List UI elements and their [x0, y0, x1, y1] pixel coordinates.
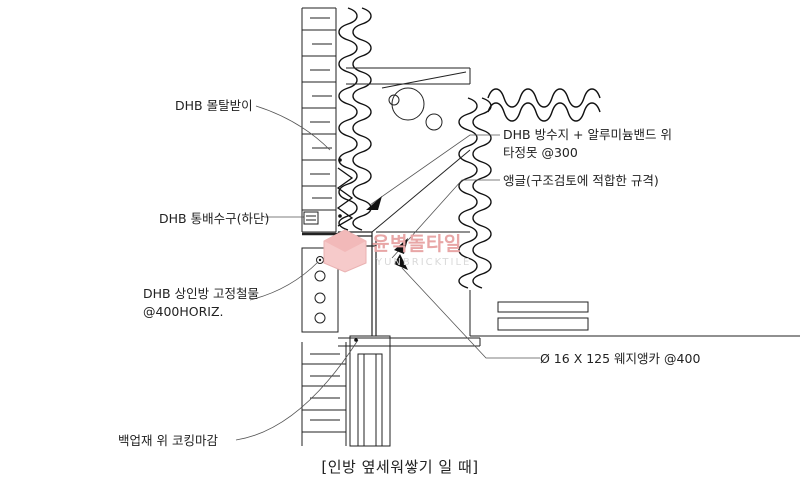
label-wedge-anchor: Ø 16 X 125 웨지앵카 @400 [540, 351, 701, 366]
figure-caption: [인방 옆세워쌓기 일 때] [321, 458, 479, 476]
label-lintel-fixing-spacing: @400HORIZ. [143, 304, 224, 319]
brick-veneer-upper [301, 7, 337, 233]
structure [376, 231, 800, 337]
label-angle: 앵글(구조검토에 적합한 규격) [503, 173, 659, 188]
insulation-right [458, 97, 492, 289]
lintel-fixing-steel [346, 67, 471, 233]
brick-veneer-lower [301, 342, 347, 446]
watermark-brand: 윤벽돌타일 [372, 233, 462, 255]
label-flashing: DHB 방수지 + 알루미늄밴드 위 [503, 127, 672, 142]
weep-hole-marker [303, 211, 319, 225]
leader-lines [235, 105, 540, 441]
label-weep-hole: DHB 통배수구(하단) [159, 211, 270, 226]
mortar-tray [336, 167, 354, 227]
insulation-left [338, 7, 372, 231]
arrow-heads [366, 196, 408, 270]
watermark-sub: YUNBRICKTILE [376, 257, 472, 268]
label-mortar-tray: DHB 몰탈받이 [175, 98, 253, 113]
label-flashing-nail: 타정못 @300 [503, 145, 578, 160]
insulation-top [487, 88, 601, 122]
label-sealant: 백업재 위 코킹마감 [118, 433, 218, 448]
label-lintel-fixing: DHB 상인방 고정철물 [143, 286, 260, 301]
anchor-dots [318, 158, 358, 342]
window-frame [338, 335, 481, 447]
